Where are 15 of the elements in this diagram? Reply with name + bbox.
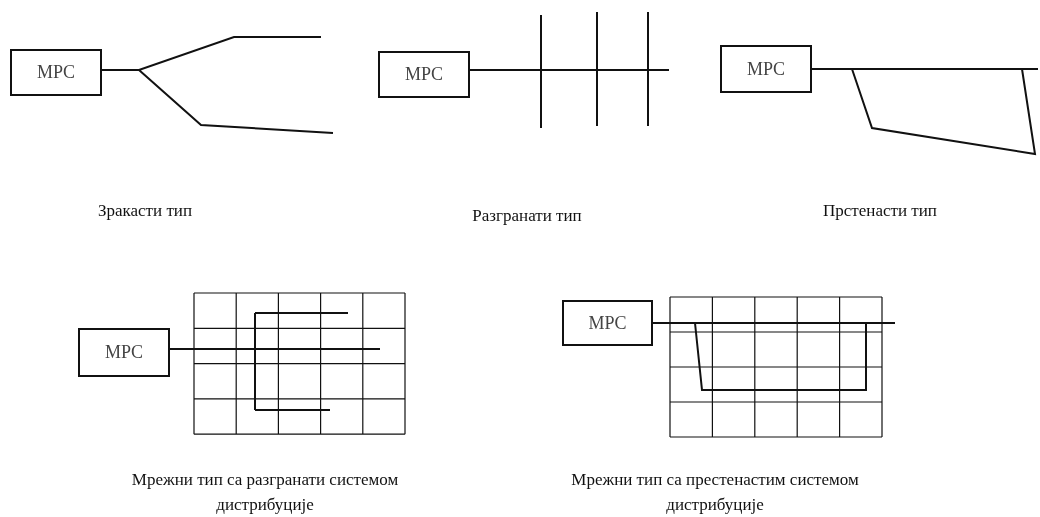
station-box — [378, 51, 470, 98]
station-label: МРС — [588, 312, 627, 334]
caption: Разгранати тип — [471, 205, 583, 227]
caption: Мрежни тип са престенастим системом дистрибуције — [570, 469, 860, 516]
station-box — [720, 45, 812, 93]
caption: Прстенасти тип — [822, 200, 938, 222]
station-box — [10, 49, 102, 96]
caption: Мрежни тип са разгранати системом дистрибуције — [130, 469, 400, 516]
station-label: МРС — [104, 342, 144, 363]
station-box — [78, 328, 170, 377]
station-box — [562, 300, 653, 346]
caption: Зракасти тип — [96, 200, 194, 222]
station-label: МРС — [746, 58, 786, 80]
station-label: МРС — [404, 64, 444, 85]
station-label: МРС — [36, 62, 76, 83]
